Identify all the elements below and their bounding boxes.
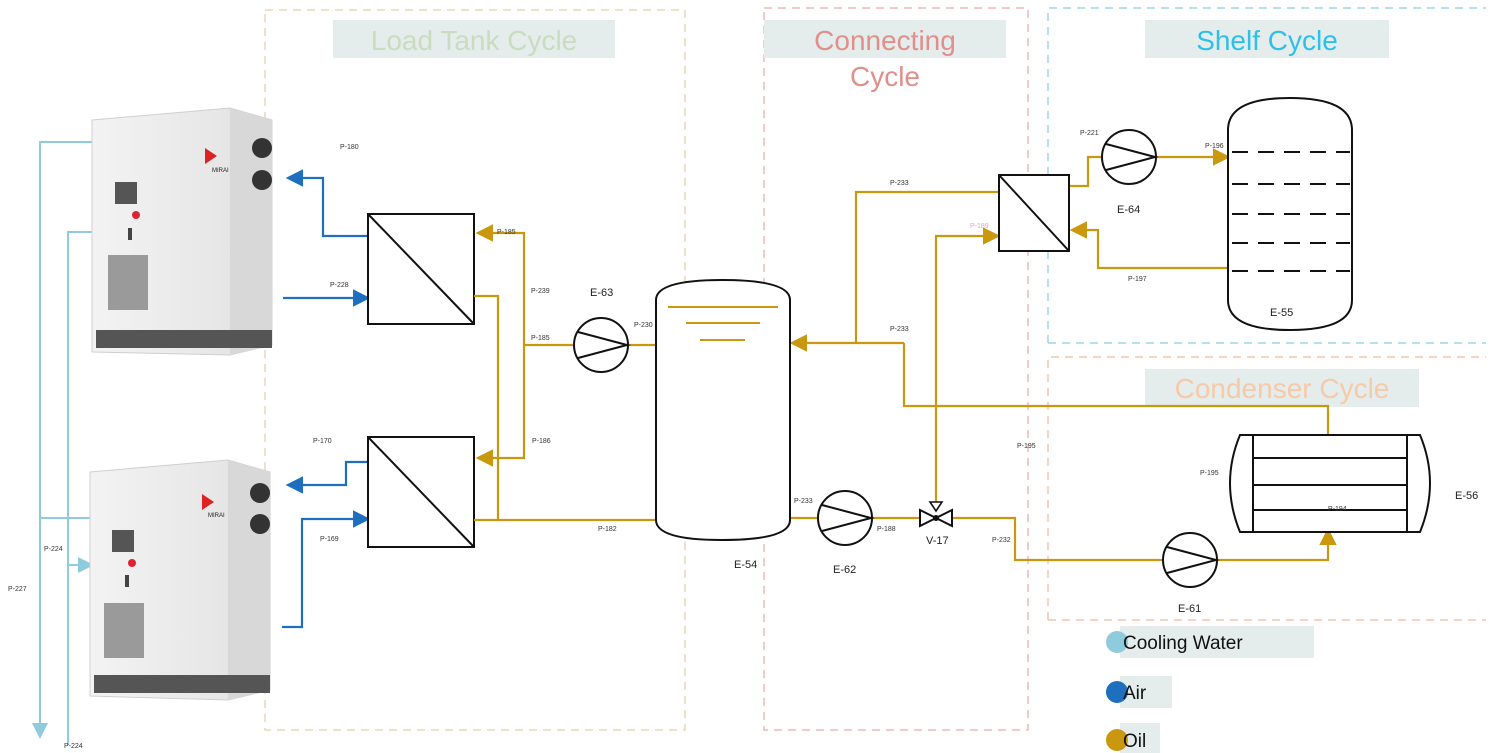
valve-v17-label: V-17	[926, 535, 949, 547]
chiller-bottom-brand: MIRAI	[208, 513, 225, 519]
pipe-label-p188: P-188	[877, 526, 896, 533]
legend-swatch-oil	[1106, 729, 1128, 751]
air-lines	[282, 169, 371, 629]
legend-label-oil: Oil	[1123, 731, 1146, 752]
pipe-label-p221: P-221	[1080, 130, 1099, 137]
pump-e62-label: E-62	[833, 564, 856, 576]
shelf-cycle-title: Shelf Cycle	[1196, 25, 1338, 56]
chiller-top-brand: MIRAI	[212, 168, 229, 174]
load-tank-cycle-title: Load Tank Cycle	[371, 25, 578, 56]
pipe-label-p185b: P-185	[531, 335, 550, 342]
oil-lines	[474, 148, 1337, 562]
valve-v17: V-17	[919, 501, 953, 547]
pipe-label-p195a: P-195	[1017, 443, 1036, 450]
pump-e61: E-61	[1162, 532, 1220, 615]
pipe-label-p169: P-169	[320, 536, 339, 543]
pipe-labels: P-180 P-228 P-170 P-169 P-185 P-239 P-18…	[8, 130, 1347, 750]
tank-e55: E-55	[1227, 96, 1353, 332]
region-condenser: Condenser Cycle	[1047, 356, 1486, 621]
chiller-unit-bottom: MIRAI	[89, 459, 271, 701]
pipe-label-p197: P-197	[1128, 276, 1147, 283]
cooling-water-lines	[32, 141, 95, 745]
region-load-tank: Load Tank Cycle	[264, 9, 686, 731]
pump-e63: E-63	[573, 287, 631, 373]
pump-e61-label: E-61	[1178, 603, 1201, 615]
legend: Cooling Water Air Oil	[1106, 626, 1314, 753]
pipe-label-p224a: P-224	[44, 546, 63, 553]
pipe-label-p232: P-232	[992, 537, 1011, 544]
pipe-label-p180: P-180	[340, 144, 359, 151]
chiller-unit-top: MIRAI	[91, 107, 273, 356]
pump-e62: E-62	[817, 490, 875, 576]
condenser-cycle-title: Condenser Cycle	[1175, 373, 1390, 404]
pipe-label-p233c: P-233	[794, 498, 813, 505]
pump-e63-label: E-63	[590, 287, 613, 299]
condenser-e56: E-56	[1229, 434, 1478, 533]
legend-swatch-cooling-water	[1106, 631, 1128, 653]
legend-label-air: Air	[1123, 683, 1147, 704]
heat-exchanger-bottom	[367, 436, 475, 548]
connecting-cycle-title-line1: Connecting	[814, 25, 956, 56]
pipe-label-p189: P-189	[970, 223, 989, 230]
pipe-label-p195b: P-195	[1200, 470, 1219, 477]
connecting-cycle-title-line2: Cycle	[850, 61, 920, 92]
pipe-label-p186: P-186	[532, 438, 551, 445]
pipe-label-p230: P-230	[634, 322, 653, 329]
heat-exchanger-shelf	[998, 174, 1070, 252]
pipe-label-p233a: P-233	[890, 180, 909, 187]
pipe-label-p224b: P-224	[64, 743, 83, 750]
tank-e54: E-54	[655, 278, 791, 571]
pipe-label-p182: P-182	[598, 526, 617, 533]
pipe-label-p185a: P-185	[497, 229, 516, 236]
condenser-e56-label: E-56	[1455, 490, 1478, 502]
pipe-label-p227: P-227	[8, 586, 27, 593]
legend-swatch-air	[1106, 681, 1128, 703]
pump-e64-label: E-64	[1117, 204, 1140, 216]
heat-exchanger-top	[367, 213, 475, 325]
pipe-label-p170: P-170	[313, 438, 332, 445]
legend-label-cooling-water: Cooling Water	[1123, 633, 1243, 654]
pipe-label-p194: P-194	[1328, 506, 1347, 513]
tank-e55-label: E-55	[1270, 307, 1293, 319]
tank-e54-label: E-54	[734, 559, 757, 571]
pipe-label-p239: P-239	[531, 288, 550, 295]
region-shelf: Shelf Cycle	[1047, 7, 1486, 344]
pipe-label-p228: P-228	[330, 282, 349, 289]
pipe-label-p196: P-196	[1205, 143, 1224, 150]
pump-e64: E-64	[1101, 129, 1159, 216]
region-connecting: Connecting Cycle	[763, 7, 1029, 731]
pipe-label-p233b: P-233	[890, 326, 909, 333]
